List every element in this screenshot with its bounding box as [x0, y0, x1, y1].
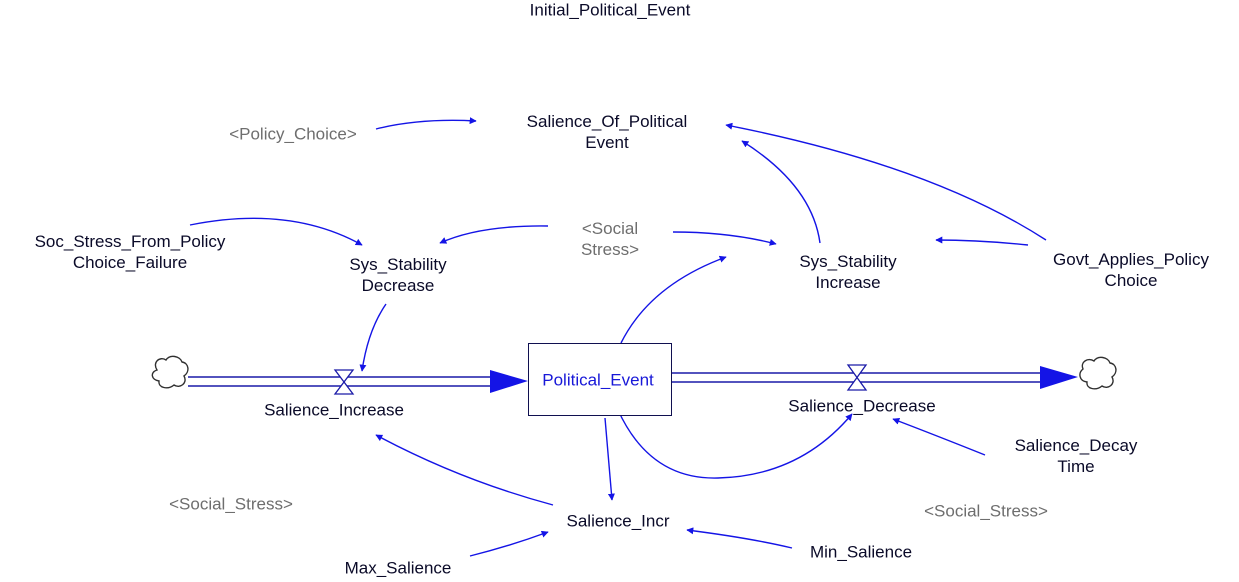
link-govt-to-salience — [725, 122, 1047, 241]
source-cloud-icon — [151, 355, 189, 389]
link-max-salience-to-salience-incr — [469, 530, 549, 557]
label-line: Soc_Stress_From_Policy — [34, 232, 226, 251]
label-line: Stress> — [580, 240, 640, 259]
label-line: <Social — [581, 219, 639, 238]
link-decay-time-to-salience-decrease — [892, 417, 986, 456]
label-line: Sys_Stability — [349, 255, 447, 274]
social-stress-shadow-label-top[interactable]: <Social Stress> — [581, 218, 639, 260]
social-stress-shadow-label-right[interactable]: <Social_Stress> — [924, 501, 1048, 521]
label-line: Choice — [1104, 271, 1158, 290]
link-soc-stress-policy-to-sys-decrease — [189, 217, 363, 246]
sys-stability-decrease-label[interactable]: Sys_Stability Decrease — [349, 254, 446, 296]
govt-applies-policy-choice-label[interactable]: Govt_Applies_Policy Choice — [1053, 249, 1209, 291]
sink-cloud-icon — [1079, 356, 1117, 390]
political-event-stock-label[interactable]: Political_Event — [542, 370, 654, 390]
label-line: Decrease — [361, 276, 435, 295]
min-salience-label[interactable]: Min_Salience — [809, 542, 913, 562]
link-social-stress-to-sys-decrease — [439, 225, 549, 244]
link-policy-choice-to-salience — [375, 117, 477, 130]
salience-increase-flow-label[interactable]: Salience_Increase — [264, 400, 404, 420]
link-political-event-to-sys-increase — [620, 255, 727, 344]
label-line: Increase — [815, 273, 881, 292]
salience-incr-label[interactable]: Salience_Incr — [566, 511, 670, 531]
inflow-arrowhead — [490, 370, 528, 393]
link-sys-increase-to-salience — [741, 140, 821, 244]
link-min-salience-to-salience-incr — [686, 527, 793, 549]
salience-decrease-flow-label[interactable]: Salience_Decrease — [788, 396, 936, 416]
label-line: Choice_Failure — [72, 253, 188, 272]
label-line: Sys_Stability — [799, 252, 897, 271]
link-political-event-to-salience-incr — [604, 417, 615, 501]
label-line: Salience_Of_Political — [526, 112, 688, 131]
link-political-event-to-salience-decrease — [617, 409, 853, 479]
soc-stress-from-policy-choice-failure-label[interactable]: Soc_Stress_From_Policy Choice_Failure — [35, 231, 226, 273]
link-salience-incr-to-salience-increase — [375, 434, 554, 506]
label-line: Time — [1057, 457, 1095, 476]
salience-decay-time-label[interactable]: Salience_Decay Time — [1015, 435, 1138, 477]
link-social-stress-to-sys-increase — [672, 231, 777, 246]
initial-political-event-label[interactable]: Initial_Political_Event — [529, 0, 691, 20]
outflow-arrowhead — [1040, 366, 1078, 389]
label-line: Govt_Applies_Policy — [1053, 250, 1209, 269]
social-stress-shadow-label-left[interactable]: <Social_Stress> — [169, 494, 293, 514]
max-salience-label[interactable]: Max_Salience — [344, 558, 452, 578]
salience-of-political-event-label[interactable]: Salience_Of_Political Event — [527, 111, 688, 153]
stock-box[interactable] — [528, 343, 672, 416]
valve-salience-increase — [333, 369, 355, 395]
label-line: Event — [585, 133, 629, 152]
link-sys-decrease-to-salience-increase — [359, 303, 387, 372]
label-line: Salience_Decay — [1014, 436, 1138, 455]
policy-choice-shadow-label[interactable]: <Policy_Choice> — [229, 124, 357, 144]
link-govt-to-sys-increase — [935, 236, 1029, 246]
causal-links — [189, 117, 1047, 557]
valve-salience-decrease — [846, 364, 868, 391]
sys-stability-increase-label[interactable]: Sys_Stability Increase — [799, 251, 896, 293]
